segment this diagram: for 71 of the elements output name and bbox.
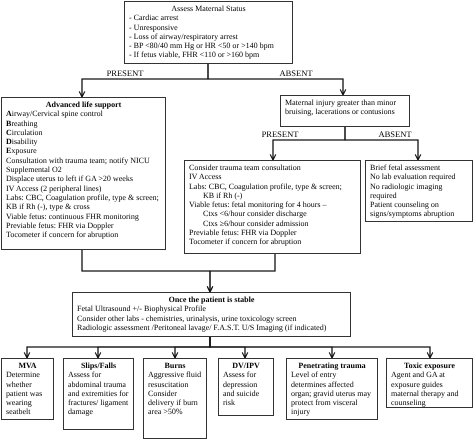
process-box: [63, 358, 134, 430]
box-heading: Advanced life support: [46, 100, 122, 110]
box-text: Consider delivery if burn area >50%: [148, 388, 199, 417]
process-box: [386, 358, 473, 408]
box-text: Ctxs ≥6/hour consider admission: [202, 218, 310, 228]
box-text: Labs: CBC, Coagulation profile, type & screen;: [189, 182, 343, 191]
box-text: KB if Rh (-): [202, 190, 242, 200]
box-text: Viable fetus: continuous FHR monitoring: [6, 212, 140, 221]
box-heading: Once the patient is stable: [168, 295, 254, 304]
box-text: Breathing: [6, 118, 39, 128]
arrow: [209, 337, 434, 359]
box-text: - If fetus viable, FHR <110 or >160 bpm: [129, 50, 260, 60]
box-text: Consider other labs - chemistries, urinalysis, urine toxicology screen: [77, 314, 298, 323]
box-text: Level of entry determines affected organ; gravid uterus may protect from visceral injury: [291, 370, 372, 417]
arrow: [206, 254, 276, 293]
box-text: Tocometer if concern for abruption: [6, 230, 120, 240]
box-text: Determine whether patient was wearing seatbelt: [6, 370, 44, 417]
box-text: Patient counseling on signs/symptoms abruption: [370, 200, 456, 219]
box-text: Exposure: [6, 146, 38, 156]
box-text: Consultation with trauma team; notify NICU: [6, 156, 151, 166]
box-text: Maternal injury greater than minor bruising, lacerations or contusions: [285, 98, 398, 117]
box-text: Assess for depression and suicide risk: [223, 370, 260, 408]
box-text: Displace uterus to left if GA >20 weeks: [6, 174, 134, 184]
box-text: Previable fetus: FHR via Doppler: [189, 228, 298, 238]
box-text: Radiologic assessment /Peritoneal lavage/ F.A.S.T. U/S Imaging (if indicated): [77, 322, 328, 332]
box-text: - Cardiac arrest: [129, 13, 180, 23]
box-text: Ctxs <6/hour consider discharge: [202, 209, 308, 219]
box-heading: Toxic exposure: [404, 361, 455, 370]
box-heading: DV/IPV: [232, 361, 260, 370]
process-box: [286, 358, 378, 420]
arrow: [207, 64, 346, 96]
process-box: [124, 1, 293, 64]
arrow: [344, 127, 422, 161]
process-box: [143, 358, 207, 439]
box-text: Aggressive fluid resuscitation: [148, 370, 202, 389]
box-text: Circulation: [6, 128, 44, 138]
process-box: [184, 160, 361, 254]
box-text: IV Access (2 peripheral lines): [6, 184, 102, 193]
box-text: - Unresponsive: [129, 22, 179, 32]
box-text: Consider trauma team consultation: [189, 163, 302, 172]
box-heading: MVA: [18, 361, 37, 370]
process-box: [72, 292, 351, 337]
edge-label: PRESENT: [260, 129, 300, 139]
box-text: Disability: [6, 137, 39, 146]
box-text: Airway/Cervical spine control: [6, 109, 104, 119]
edge-label: ABSENT: [278, 68, 314, 78]
box-heading: Burns: [164, 361, 186, 370]
box-heading: Slips/Falls: [80, 361, 116, 370]
box-text: No lab evaluation required: [370, 172, 457, 182]
box-text: Assess for abdominal trauma and extremities for fractures/ ligament damage: [68, 370, 129, 417]
edge-label: ABSENT: [377, 129, 413, 139]
box-text: Supplemental O2: [6, 165, 63, 174]
process-box: [218, 358, 274, 416]
process-box: [365, 160, 473, 222]
box-text: IV Access: [189, 172, 223, 182]
box-text: Fetal Ultrasound +/- Biophysical Profile: [77, 304, 207, 314]
box-text: Tocometer if concern for abruption: [189, 237, 302, 247]
process-box: [280, 95, 410, 127]
box-text: Labs: CBC, Coagulation profile, type & screen; KB if Rh (-), type & cross: [6, 192, 160, 212]
box-text: Previable fetus: FHR via Doppler: [6, 220, 114, 230]
box-text: No radiologic imaging required: [370, 182, 444, 200]
process-box: [1, 97, 166, 250]
box-heading: Penetrating trauma: [298, 361, 366, 370]
box-text: Agent and GA at exposure guides maternal therapy and counseling: [391, 370, 460, 408]
box-heading: Assess Maternal Status: [171, 4, 246, 14]
box-text: Viable fetus: fetal monitoring for 4 hours –: [189, 200, 328, 210]
box-text: - BP <80/40 mm Hg or HR <50 or >140 bpm: [129, 41, 275, 50]
box-text: Brief fetal assessment: [370, 163, 442, 172]
box-text: - Loss of airway/respiratory arrest: [129, 32, 239, 42]
process-box: [1, 358, 54, 420]
edge-label: PRESENT: [106, 68, 144, 78]
